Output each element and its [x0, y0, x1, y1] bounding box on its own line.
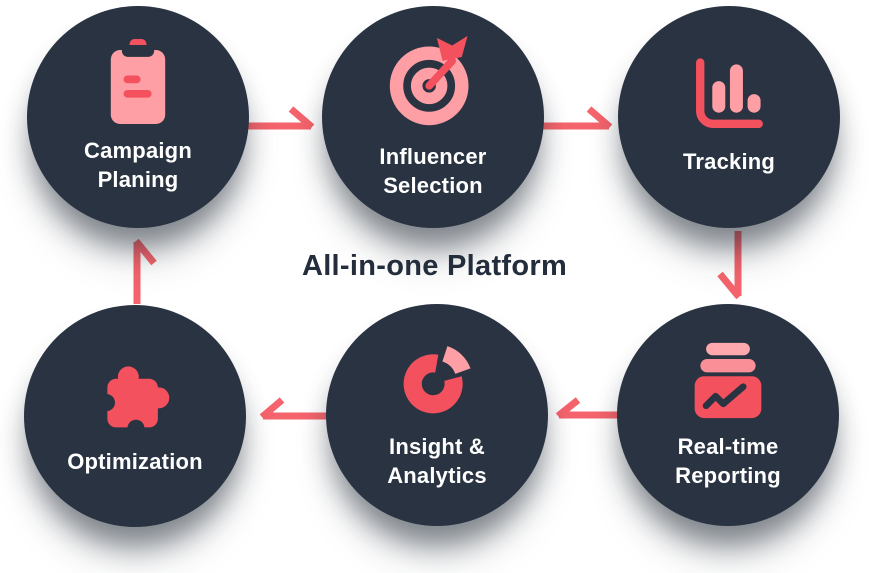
- node-real-time-reporting: Real-time Reporting: [617, 304, 839, 526]
- node-label: Real-time Reporting: [675, 433, 781, 490]
- node-label: Tracking: [683, 148, 775, 177]
- node-label: Optimization: [67, 448, 203, 477]
- node-insight-analytics: Insight & Analytics: [326, 304, 548, 526]
- arrow-insight-to-optimization: [259, 397, 327, 420]
- node-label: Influencer Selection: [379, 143, 486, 200]
- node-label: Insight & Analytics: [387, 433, 487, 490]
- label-line: Reporting: [675, 462, 781, 488]
- node-campaign-planing: Campaign Planing: [27, 6, 249, 228]
- node-label: Campaign Planing: [84, 137, 192, 194]
- donut-chart-icon: [403, 346, 471, 414]
- label-line: Campaign: [84, 138, 192, 164]
- label-line: Optimization: [67, 449, 203, 475]
- node-tracking: Tracking: [618, 6, 840, 228]
- bar-chart-icon: [696, 58, 763, 129]
- diagram-title: All-in-one Platform: [301, 250, 568, 282]
- node-optimization: Optimization: [24, 305, 246, 527]
- arrow-campaign-to-influencer: [243, 106, 315, 130]
- label-line: Real-time: [677, 433, 779, 459]
- arrow-influencer-to-tracking: [543, 106, 613, 130]
- node-influencer-selection: Influencer Selection: [322, 6, 544, 228]
- arrow-reporting-to-insight: [555, 397, 622, 419]
- label-line: Selection: [383, 172, 483, 198]
- puzzle-icon: [97, 366, 170, 436]
- report-inbox-icon: [694, 342, 762, 419]
- label-line: Tracking: [682, 149, 776, 175]
- label-line: Influencer: [379, 143, 487, 169]
- target-dart-icon: [389, 35, 469, 126]
- clipboard-icon: [110, 39, 166, 125]
- label-line: Planing: [97, 167, 179, 192]
- label-line: Insight &: [389, 433, 485, 459]
- label-line: Analytics: [387, 462, 487, 488]
